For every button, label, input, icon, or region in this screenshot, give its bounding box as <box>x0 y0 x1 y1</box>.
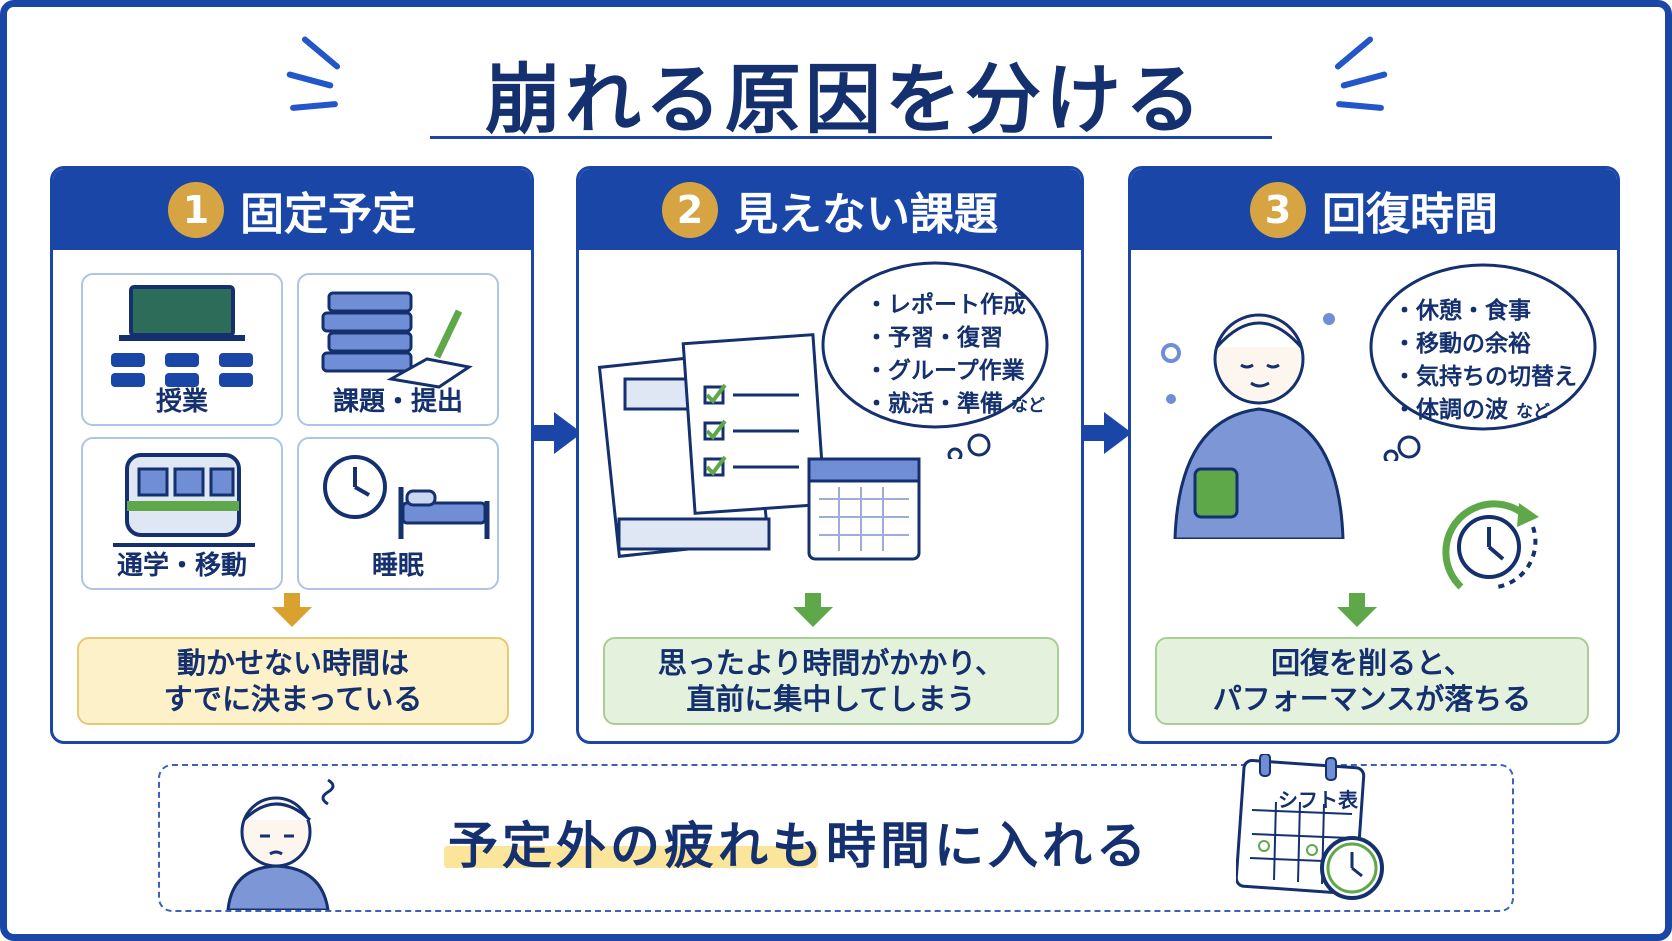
tile-label: 通学・移動 <box>116 551 247 581</box>
tile-commute: 通学・移動 <box>81 437 283 590</box>
refresh-clock-icon <box>1442 500 1539 590</box>
arrow-right-icon <box>1082 412 1132 454</box>
resting-person-with-mug-icon <box>1161 313 1345 539</box>
panel-header: 2 見えない課題 <box>579 169 1081 250</box>
bubble-list: ・レポート作成 ・予習・復習 ・グループ作業 ・就活・準備 など <box>865 289 1045 423</box>
bubble-item: ・移動の余裕 <box>1393 331 1531 357</box>
step-number-badge: 1 <box>168 181 224 238</box>
conclusion-line: すでに決まっている <box>163 682 423 716</box>
thought-bubble-icon <box>821 261 1049 459</box>
page-title: 崩れる原因を分ける <box>485 55 1205 144</box>
tile-label: 授業 <box>155 387 208 417</box>
tile-label: 課題・提出 <box>332 387 463 417</box>
bubble-suffix: など <box>1011 396 1046 416</box>
tired-person-icon <box>226 778 335 910</box>
panel-heading: 見えない課題 <box>734 188 998 240</box>
conclusion-line: 動かせない時間は <box>176 645 409 680</box>
bottom-message: 予定外の疲れも時間に入れる <box>448 817 1150 875</box>
conclusion-line: パフォーマンスが落ちる <box>1212 682 1532 716</box>
tile-assignment: 課題・提出 <box>297 273 499 426</box>
down-arrow-icon <box>793 593 833 627</box>
bubble-item: ・レポート作成 <box>865 292 1026 318</box>
tile-class: 授業 <box>81 273 283 426</box>
panel-header: 3 回復時間 <box>1131 169 1617 250</box>
books-and-notebook-icon <box>321 291 473 389</box>
tile-sleep: 睡眠 <box>297 437 499 590</box>
panel-recovery-time: 3 回復時間 ・休憩・食事 ・移動の余裕 ・気持ちの切替え ・体調の波 など <box>1128 166 1620 744</box>
panel-hidden-tasks: 2 見えない課題 ・レポート作成 ・予習・復習 ・グループ作業 ・就活・準備 な… <box>576 166 1084 744</box>
conclusion-line: 回復を削ると、 <box>1271 645 1473 680</box>
panel-header: 1 固定予定 <box>53 169 531 250</box>
clock-and-bed-icon <box>323 455 490 539</box>
conclusion-box: 回復を削ると、 パフォーマンスが落ちる <box>1155 637 1589 725</box>
conclusion-line: 思ったより時間がかかり、 <box>657 645 1005 680</box>
panel-heading: 固定予定 <box>240 188 416 240</box>
bubble-item: ・休憩・食事 <box>1393 298 1531 324</box>
bubble-item: ・体調の波 <box>1393 397 1508 423</box>
down-arrow-icon <box>1337 593 1377 627</box>
shift-schedule-icon <box>1236 754 1384 900</box>
bubble-item: ・グループ作業 <box>865 358 1025 384</box>
text-highlight <box>444 846 818 868</box>
paper-stack-and-calendar-icon <box>597 333 921 561</box>
bottom-banner <box>158 764 1514 912</box>
bubble-suffix: など <box>1516 402 1551 422</box>
classroom-icon <box>111 285 253 387</box>
bubble-list: ・休憩・食事 ・移動の余裕 ・気持ちの切替え ・体調の波 など <box>1393 295 1577 429</box>
step-number-badge: 3 <box>1250 181 1306 238</box>
arrow-right-icon <box>532 412 582 454</box>
thought-bubble-icon <box>1369 263 1597 461</box>
bubble-item: ・気持ちの切替え <box>1393 364 1577 390</box>
tile-label: 睡眠 <box>371 551 424 581</box>
conclusion-line: 直前に集中してしまう <box>686 682 976 716</box>
shift-sheet-label: シフト表 <box>1278 788 1358 812</box>
panel-heading: 回復時間 <box>1322 188 1498 240</box>
title-underline <box>430 136 1272 139</box>
bubble-item: ・就活・準備 <box>865 391 1003 417</box>
bubble-item: ・予習・復習 <box>865 325 1003 351</box>
conclusion-box: 動かせない時間は すでに決まっている <box>77 637 509 725</box>
panel-fixed-schedule: 1 固定予定 授業 課題・提出 <box>50 166 534 744</box>
train-icon <box>113 453 255 547</box>
down-arrow-icon <box>272 593 312 627</box>
conclusion-box: 思ったより時間がかかり、 直前に集中してしまう <box>603 637 1059 725</box>
step-number-badge: 2 <box>662 181 718 238</box>
